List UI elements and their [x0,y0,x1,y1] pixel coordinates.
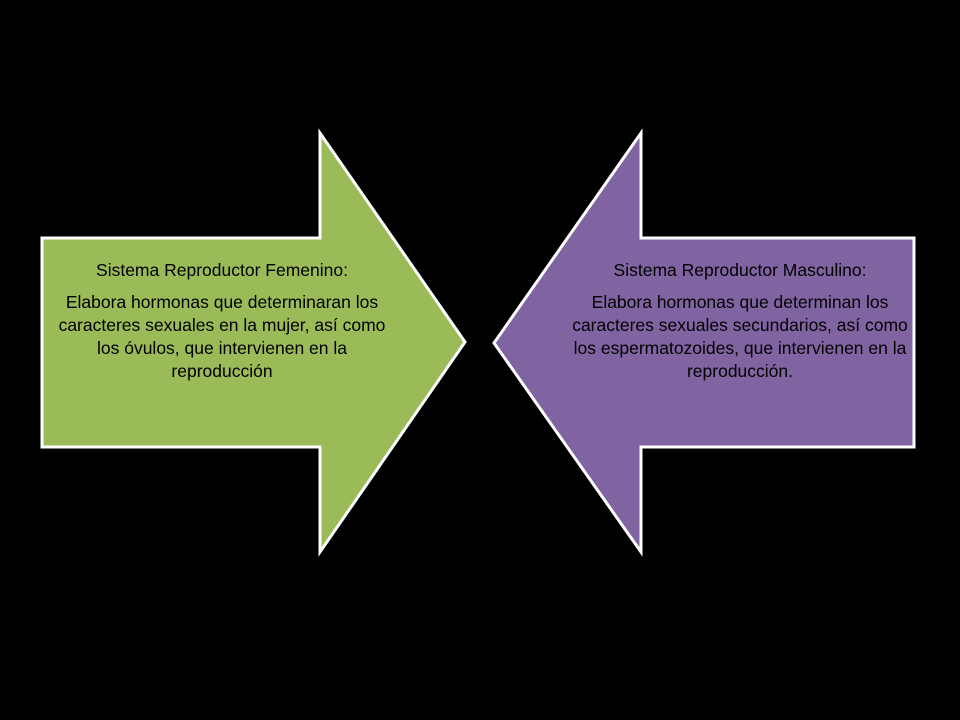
female-system-heading: Sistema Reproductor Femenino: [96,260,348,280]
female-system-description: Elabora hormonas que determinaran los ca… [58,292,386,381]
male-system-textbox: Sistema Reproductor Masculino: Elabora h… [570,259,910,383]
male-system-heading: Sistema Reproductor Masculino: [613,260,867,280]
female-system-arrow-shape [40,128,467,557]
male-system-arrow-shape [492,128,916,557]
female-system-textbox: Sistema Reproductor Femenino: Elabora ho… [52,259,392,383]
male-system-description: Elabora hormonas que determinan los cara… [572,292,908,381]
